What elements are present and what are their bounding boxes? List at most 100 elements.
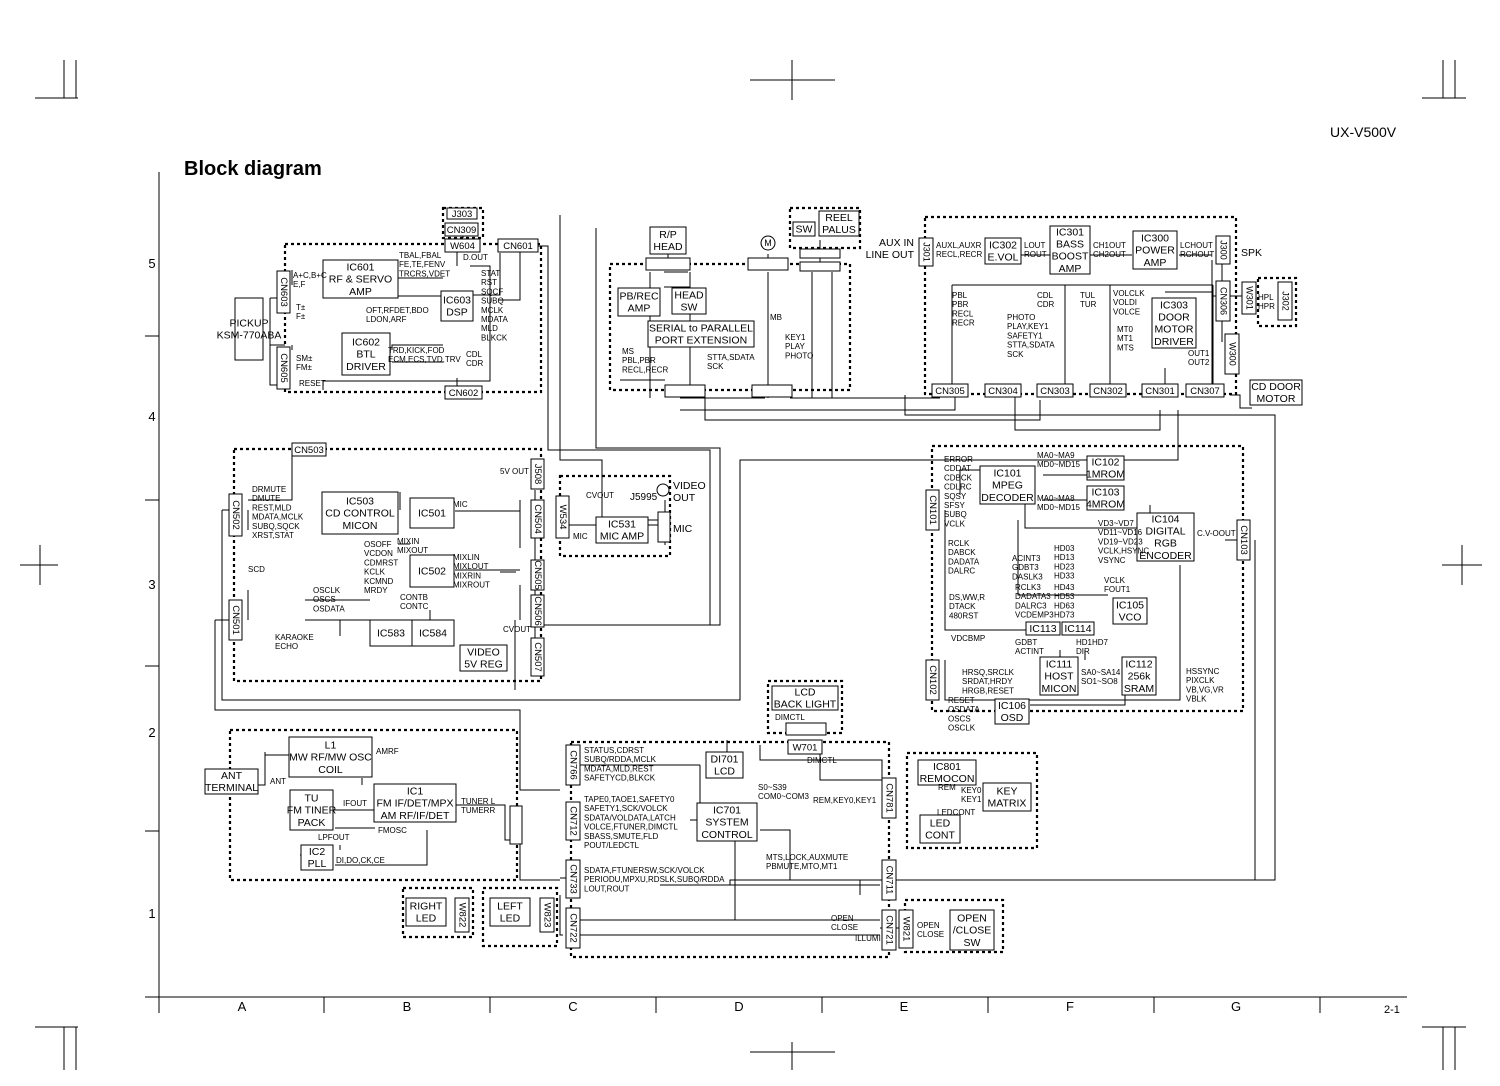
ic1-block-label: AM RF/IF/DET (381, 810, 450, 822)
amp-signal-label: TUL (1080, 291, 1096, 300)
tuner-board (228, 728, 519, 882)
amp-signal-label: RECL (952, 309, 974, 318)
video-signal-label: VCDEMP3 (1015, 611, 1054, 620)
cn781-connector: CN781 (881, 777, 897, 819)
ctl-signal-label: POUT/LEDCTL (584, 841, 640, 850)
ic503-block-label: CD CONTROL (325, 508, 395, 520)
cdc-signal-label: OSCLK (313, 586, 341, 595)
ic300-block-label: AMP (1144, 257, 1167, 269)
wire (1017, 520, 1108, 596)
video-signal-label: CDBCK (944, 473, 973, 482)
wire (1024, 500, 1140, 529)
motor-symbol: M (760, 235, 776, 251)
cn306-connector: CN306 (1215, 280, 1231, 322)
cd-signal-label: D.OUT (463, 253, 488, 262)
j302-jack: J302 (1277, 281, 1293, 321)
ctl-signal-label: SUBQ/RDDA,MCLK (584, 755, 657, 764)
video-signal-label: PIXCLK (1186, 676, 1215, 685)
video-signal-label: SUBQ (944, 510, 967, 519)
amp-signal-label: TUR (1080, 300, 1097, 309)
amp-signal-label: CH2OUT (1093, 250, 1126, 259)
ic1-block-label: IC1 (407, 786, 424, 798)
cn501-connector: CN501 (228, 599, 243, 641)
cn602-connector: CN602 (444, 385, 483, 400)
cd-signal-label: ECM,ECS,TVD,TRV (388, 355, 461, 364)
amp-signal-label: LOUT (1024, 241, 1045, 250)
ic502-block: IC502 (409, 554, 455, 588)
video-signal-label: RCLK (948, 539, 970, 548)
cn733-connector-label: CN733 (567, 864, 578, 894)
cn303-connector: CN303 (1036, 383, 1074, 398)
tuner-signal-label: IFOUT (343, 799, 367, 808)
model-number: UX-V500V (1330, 124, 1397, 140)
ic106-block-label: IC106 (998, 700, 1026, 712)
w300-connector-label: W300 (1228, 342, 1238, 366)
video-signal-label: VCLK (1104, 576, 1126, 585)
video-signal-label: HSSYNC (1186, 667, 1220, 676)
open-close-sw-block-label: OPEN (957, 913, 987, 925)
cdc-signal-label: KCLK (364, 568, 386, 577)
ctl-signal-label: LOUT,ROUT (584, 884, 629, 893)
video-signal-label: OSDATA (948, 705, 980, 714)
wire (391, 344, 443, 363)
video-signal-label: ACTINT (1015, 647, 1044, 656)
wire (332, 809, 428, 866)
ic114-block-label: IC114 (1064, 623, 1091, 635)
ic503-block-label: MICON (343, 520, 378, 532)
wire (305, 490, 536, 690)
pbrec-amp-block-label: AMP (628, 303, 651, 315)
amp-signal-label: MTS (1117, 343, 1134, 352)
cn506-connector: CN506 (530, 594, 545, 628)
led-cont-block: LEDCONT (919, 814, 961, 844)
video-signal-label: OSCS (948, 714, 971, 723)
cn603-connector-label: CN603 (278, 277, 289, 307)
lcd-back-light-block-label: LCD (794, 687, 815, 699)
ic112-block-label: IC112 (1125, 659, 1152, 671)
j5995-label: J5995 (630, 492, 658, 503)
ant-terminal-block-label: ANT (221, 770, 243, 782)
ic701-block-label: IC701 (713, 805, 741, 817)
cd-signal-label: BLKCK (481, 333, 508, 342)
j303-connector-label: J303 (452, 209, 473, 220)
cdc-signal-label: MIC (573, 532, 588, 541)
wire (258, 752, 290, 786)
video-signal-label: DTACK (949, 602, 976, 611)
video-signal-label: VCLK,HSYNC (1098, 547, 1149, 556)
cdc-signal-label: OSCS (313, 595, 336, 604)
rp-head-block-label: R/P (659, 229, 677, 241)
ctl-signal-label: CLOSE (917, 930, 944, 939)
di701-block-label: LCD (714, 766, 735, 778)
ic103-block-label: 4MROM (1086, 499, 1125, 511)
cd-signal-label: CDL (466, 350, 483, 359)
hp-label: HPL (1258, 293, 1274, 302)
video-signal-label: MA0~MA9 (1037, 451, 1075, 460)
w822-connector: W822 (454, 897, 470, 933)
ic301-block-label: IC301 (1056, 227, 1084, 239)
ic602-block-label: IC602 (352, 337, 380, 349)
amp-signal-label: OUT1 (1188, 349, 1210, 358)
cn602-connector-label: CN602 (449, 388, 479, 399)
video-signal-label: VCLK (944, 519, 966, 528)
ctl-signal-label: DIMCTL (775, 713, 805, 722)
cd-signal-label: LDON,ARF (366, 315, 407, 324)
cd-signal-label: MCLK (481, 306, 504, 315)
open-close-board (903, 898, 1005, 954)
tu-block-label: PACK (298, 817, 326, 829)
cd-signal-label: TRD,KICK,FOD (388, 346, 445, 355)
ic112-block-label: 256k (1128, 671, 1152, 683)
pickup-block-label: PICKUP (229, 318, 268, 330)
mic-jack-label: MIC (673, 523, 693, 535)
tuner-connector (509, 805, 523, 845)
ic502-block-label: IC502 (418, 566, 446, 578)
